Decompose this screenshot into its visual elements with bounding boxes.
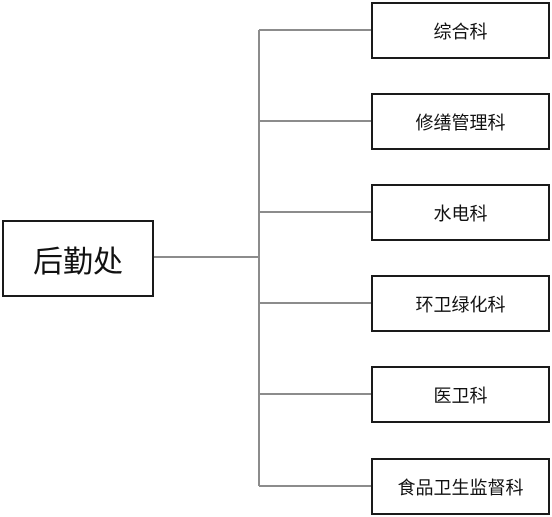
child-node-water-electric: 水电科 [371,184,550,241]
child-node-label: 医卫科 [433,385,488,407]
child-node-repair-management: 修缮管理科 [371,93,550,150]
child-node-comprehensive: 综合科 [371,2,550,59]
root-node: 后勤处 [2,220,154,297]
child-node-sanitation-greening: 环卫绿化科 [371,275,550,332]
child-node-medical: 医卫科 [371,366,550,423]
child-node-food-hygiene: 食品卫生监督科 [371,458,550,515]
child-node-label: 修缮管理科 [415,112,506,134]
child-node-label: 环卫绿化科 [415,294,506,316]
child-node-label: 食品卫生监督科 [397,477,524,499]
child-node-label: 水电科 [433,203,488,225]
root-node-label: 后勤处 [33,244,123,280]
child-node-label: 综合科 [433,21,488,43]
